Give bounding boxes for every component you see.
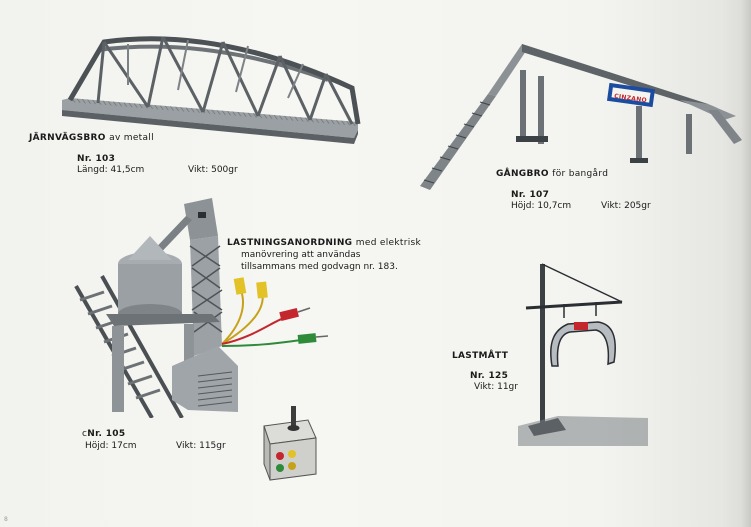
gauge-title: LASTMÅTT xyxy=(452,351,509,361)
loader-number-mark: c xyxy=(82,429,88,439)
railway-bridge-illustration xyxy=(62,36,361,144)
loader-title: LASTNINGSANORDNING xyxy=(227,238,353,248)
loader-height: Höjd: 17cm xyxy=(85,441,137,451)
loader-desc-3: tillsammans med godvagn nr. 183. xyxy=(241,262,398,272)
footbridge-number: Nr. 107 xyxy=(511,190,550,200)
footbridge-subtitle: för bangård xyxy=(552,169,609,179)
control-box-illustration xyxy=(263,406,317,481)
bridge-number: Nr. 103 xyxy=(77,154,116,164)
footbridge-title: GÅNGBRO xyxy=(496,169,549,179)
loader-desc-2: manövrering att användas xyxy=(241,250,361,260)
loading-gauge-illustration xyxy=(518,263,648,446)
bridge-title-line: JÄRNVÄGSBRO av metall xyxy=(29,132,154,144)
loader-number: Nr. 105 xyxy=(87,429,126,439)
loading-device-illustration xyxy=(74,198,329,418)
footbridge-illustration xyxy=(420,44,742,190)
footbridge-title-line: GÅNGBRO för bangård xyxy=(496,168,608,180)
loader-number-line: cNr. 105 xyxy=(82,428,125,440)
gauge-number: Nr. 125 xyxy=(470,371,509,381)
footbridge-height: Höjd: 10,7cm xyxy=(511,201,572,211)
loader-title-line: LASTNINGSANORDNING med elektrisk xyxy=(227,237,421,249)
page-marker: 8 xyxy=(4,516,8,523)
footbridge-weight: Vikt: 205gr xyxy=(601,201,651,211)
bridge-subtitle: av metall xyxy=(109,133,154,143)
bridge-title: JÄRNVÄGSBRO xyxy=(29,133,106,143)
bridge-weight: Vikt: 500gr xyxy=(188,165,238,175)
gauge-weight: Vikt: 11gr xyxy=(474,382,518,392)
loader-weight: Vikt: 115gr xyxy=(176,441,226,451)
bridge-length: Längd: 41,5cm xyxy=(77,165,145,175)
page-fold-shadow xyxy=(741,0,751,527)
loader-desc-1: med elektrisk xyxy=(355,238,421,248)
